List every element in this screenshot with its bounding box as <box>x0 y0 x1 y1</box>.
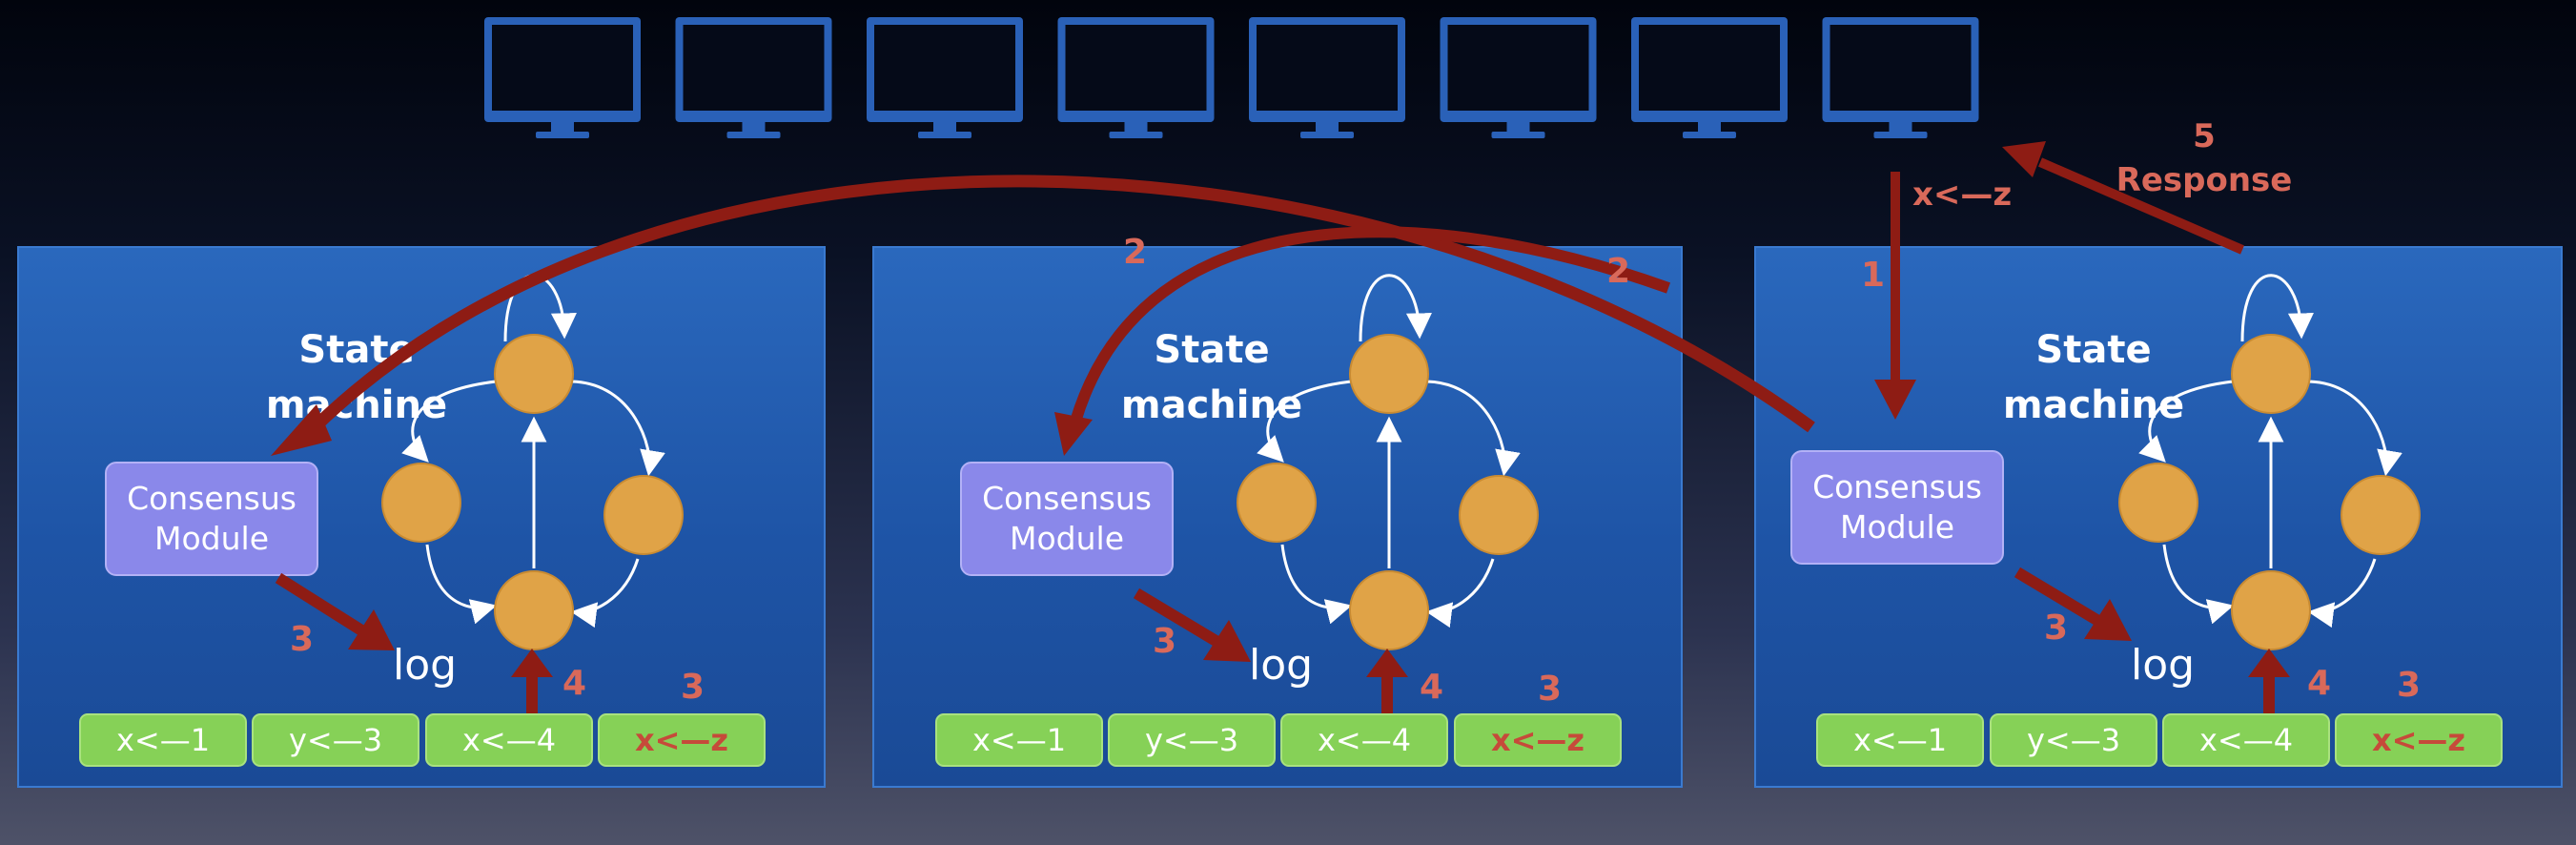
step-5-number: 5 <box>2193 117 2216 155</box>
step-1-label: 1 <box>1861 256 1886 295</box>
log-label: log <box>393 641 458 690</box>
request-command-label: x<—z <box>1912 175 2013 214</box>
client-computer-icon <box>484 17 641 138</box>
step-3-log-label: 3 <box>290 620 315 659</box>
step-2-label: 2 <box>1123 233 1148 272</box>
log-entry: x<—4 <box>425 713 593 767</box>
client-computer-icon <box>867 17 1023 138</box>
client-computer-icon <box>675 17 832 138</box>
log-label: log <box>2131 641 2196 690</box>
client-computer-icon <box>1631 17 1788 138</box>
step-3-log-label: 3 <box>1153 622 1177 661</box>
log-entry: x<—1 <box>79 713 247 767</box>
step-2-label: 2 <box>1606 252 1631 291</box>
log-entry: y<—3 <box>252 713 419 767</box>
log-entry-new: x<—z <box>1454 713 1622 767</box>
client-computer-icon <box>1440 17 1597 138</box>
log-entry: y<—3 <box>1108 713 1276 767</box>
step-3-new-entry-label: 3 <box>681 668 705 707</box>
response-label: Response <box>2116 161 2293 199</box>
clients-row <box>484 17 1979 138</box>
log-entry: x<—4 <box>1280 713 1448 767</box>
client-computer-icon <box>1822 17 1979 138</box>
step-5-response-label: 5 Response <box>2109 114 2300 202</box>
step-3-log-label: 3 <box>2044 608 2069 648</box>
log-entry: x<—1 <box>1816 713 1984 767</box>
step-4-apply-label: 4 <box>562 664 587 703</box>
step-4-apply-label: 4 <box>2307 664 2332 703</box>
log-entry: y<—3 <box>1990 713 2157 767</box>
client-computer-icon <box>1057 17 1215 138</box>
log-label: log <box>1249 641 1314 690</box>
step-3-new-entry-label: 3 <box>2397 666 2422 705</box>
client-computer-icon <box>1249 17 1405 138</box>
step-4-apply-label: 4 <box>1420 668 1444 707</box>
log-entry: x<—4 <box>2162 713 2330 767</box>
log-entry: x<—1 <box>935 713 1103 767</box>
log-entry-new: x<—z <box>2335 713 2503 767</box>
step-3-new-entry-label: 3 <box>1538 670 1563 709</box>
log-entry-new: x<—z <box>598 713 766 767</box>
